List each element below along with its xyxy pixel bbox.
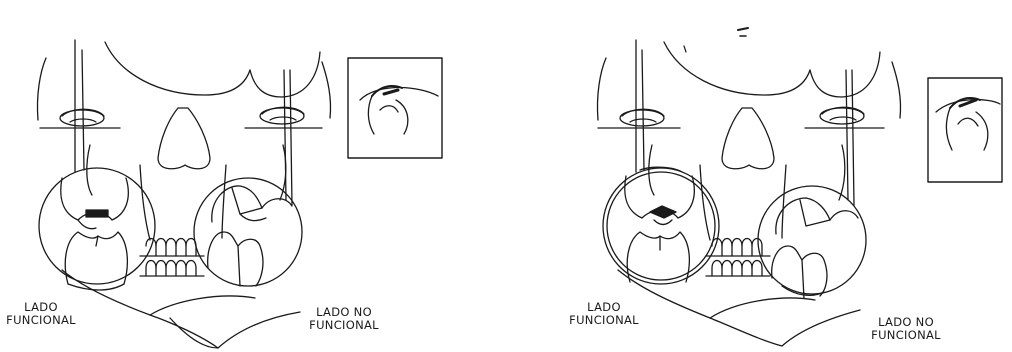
right-orbit-left — [598, 109, 680, 128]
right-working-side-label-line2: FUNCIONAL — [566, 314, 642, 327]
right-magnifier-nonworking-side — [758, 186, 866, 298]
right-nose — [722, 108, 774, 169]
right-magnifier-working-side — [603, 167, 719, 284]
right-orbit-right — [805, 107, 884, 128]
right-working-side-label: LADO FUNCIONAL — [566, 301, 642, 327]
right-skull-outline — [597, 40, 900, 346]
right-nonworking-side-label-line2: FUNCIONAL — [868, 329, 944, 342]
right-condyle-inset — [928, 78, 1002, 182]
right-nonworking-side-label: LADO NO FUNCIONAL — [868, 316, 944, 342]
